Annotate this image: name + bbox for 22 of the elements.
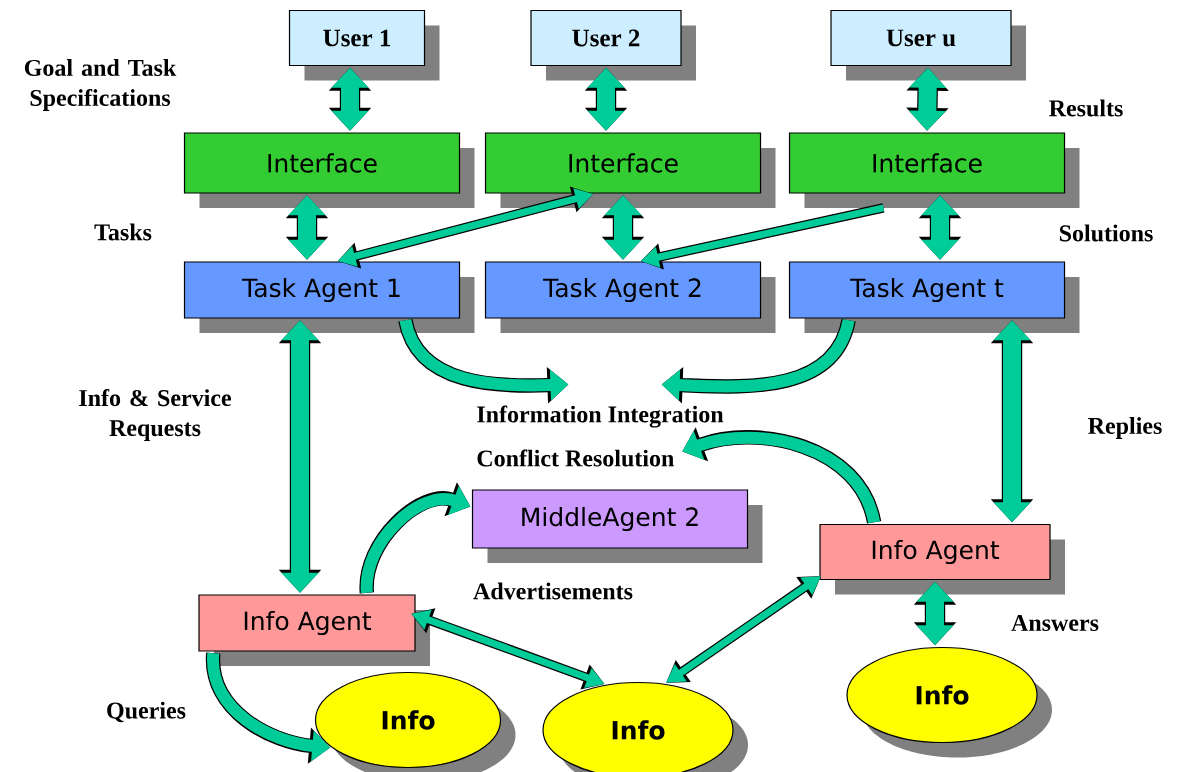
flow-label: Solutions bbox=[1059, 224, 1153, 242]
interface-box: Interface bbox=[484, 132, 776, 208]
info-agent-box: Info Agent bbox=[198, 594, 430, 666]
flow-label: Info & Service Requests bbox=[79, 389, 231, 441]
user-box: User u bbox=[830, 9, 1026, 81]
flow-label: Answers bbox=[1011, 614, 1099, 632]
user-box: User 2 bbox=[530, 9, 696, 81]
process-label: Information Integration Conflict Resolution bbox=[477, 405, 724, 467]
interface-box: Interface bbox=[788, 132, 1080, 208]
flow-label: Goal and Task Specifications bbox=[24, 59, 177, 111]
interface-box: Interface bbox=[183, 132, 475, 208]
flow-label: Advertisements bbox=[473, 582, 633, 600]
task-agent-box: Task Agent 1 bbox=[183, 261, 475, 333]
info-agent-box: Info Agent bbox=[819, 523, 1065, 595]
user-box: User 1 bbox=[288, 9, 440, 81]
flow-label: Replies bbox=[1088, 417, 1162, 439]
flow-label: Results bbox=[1049, 99, 1123, 117]
flow-label: Tasks bbox=[94, 223, 152, 241]
middle-agent-box: MiddleAgent 2 bbox=[471, 489, 763, 563]
task-agent-box: Task Agent 2 bbox=[484, 261, 776, 333]
flow-label: Queries bbox=[107, 701, 186, 723]
task-agent-box: Task Agent t bbox=[788, 261, 1080, 333]
